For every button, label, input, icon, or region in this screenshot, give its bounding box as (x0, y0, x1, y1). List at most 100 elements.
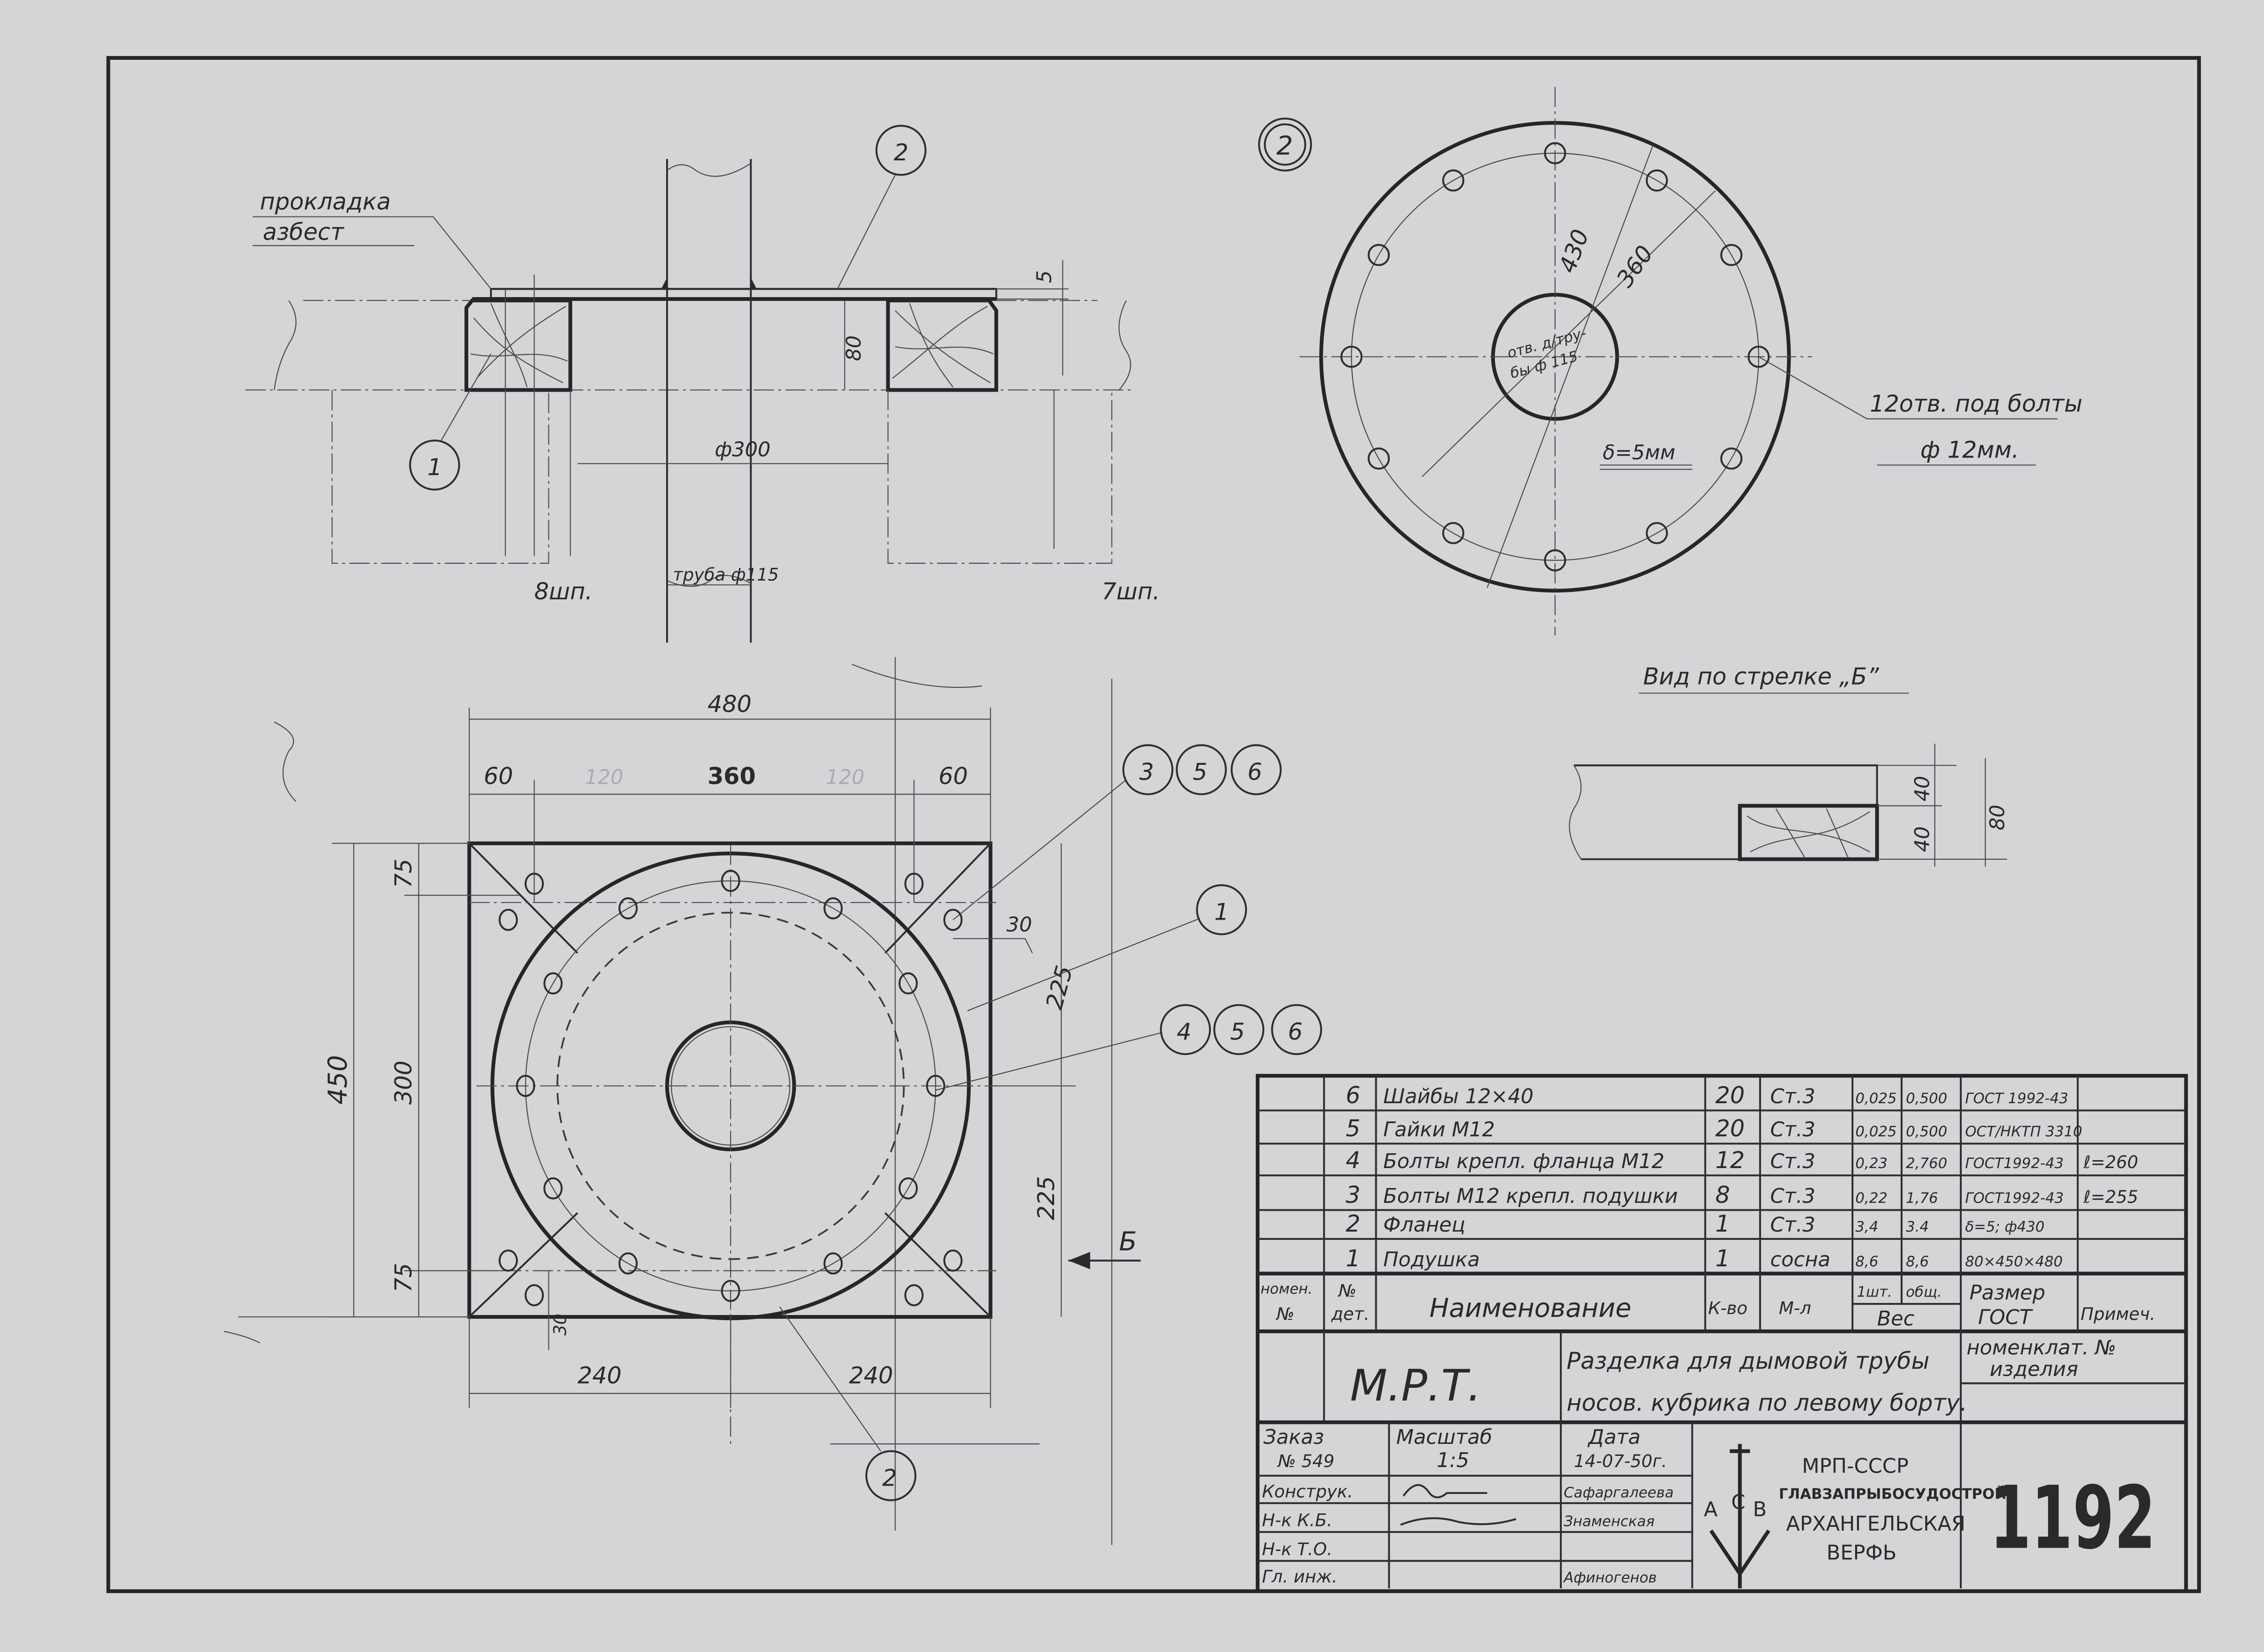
dim-lines-top (469, 707, 991, 903)
detail-balloon-inner (1264, 123, 1306, 166)
center-lines (1299, 87, 1812, 635)
balloon-pad-label: 1 (427, 454, 442, 481)
balloon-3-label: 3 (1139, 758, 1154, 785)
spec-cell-w_total: 1,76 (1906, 1190, 1938, 1207)
balloon-pad-label: 1 (1215, 898, 1229, 925)
header-weight-total: общ. (1906, 1283, 1942, 1300)
dim-half-right: 240 (849, 1362, 893, 1389)
spec-cell-w_total: 0,500 (1906, 1090, 1947, 1107)
dim-offset-1: 30 (1006, 913, 1032, 936)
spec-cell-w_unit: 8,6 (1856, 1253, 1879, 1270)
role-label: Конструк. (1262, 1481, 1353, 1501)
pad-bolt-hole (904, 1284, 924, 1307)
bolt-hole (1544, 142, 1566, 165)
wood-hatching (1747, 808, 1870, 858)
spec-cell-material: Ст.3 (1770, 1085, 1815, 1108)
header-nomen-1: номен. (1260, 1281, 1312, 1297)
bolt-holes-label-2: ф 12мм. (1921, 437, 2019, 464)
gasket-label-1: прокладка (260, 188, 391, 215)
dim-top: 75 (390, 859, 417, 888)
balloon-5-label: 5 (1193, 758, 1208, 785)
header-material: М-л (1779, 1298, 1811, 1318)
arrow-view-title: Вид по стрелке „Б” (1643, 663, 1880, 690)
title-grid (1257, 1331, 2186, 1588)
dim-thickness: 5 (1033, 270, 1056, 283)
balloon-6-label: 6 (1247, 758, 1262, 785)
pipe (666, 159, 752, 643)
header-weight-unit: 1шт. (1857, 1283, 1892, 1300)
balloon-3 (1122, 744, 1174, 795)
spec-cell-name: Шайбы 12×40 (1383, 1085, 1533, 1108)
spec-cell-standard: ГОСТ1992-43 (1965, 1190, 2064, 1207)
dim-middle: 300 (390, 1061, 417, 1105)
spec-cell-w_total: 2,760 (1906, 1155, 1947, 1172)
balloon-flange-label: 2 (894, 139, 909, 166)
spec-cell-material: Ст.3 (1770, 1150, 1815, 1173)
spec-cell-w_unit: 0,025 (1856, 1090, 1897, 1107)
header-size-2: ГОСТ (1978, 1306, 2033, 1329)
bolt-hole (1720, 244, 1743, 266)
pad-bolt-hole (498, 1249, 518, 1272)
header-lines (1257, 1271, 2186, 1334)
dim-opening: ф300 (715, 438, 770, 462)
org-line-4: ВЕРФЬ (1826, 1541, 1896, 1564)
balloon-6 (1230, 744, 1282, 795)
role-label: Н-к Т.О. (1262, 1539, 1332, 1559)
gasket-label-2: азбест (263, 218, 345, 245)
balloon-flange-label: 2 (882, 1464, 897, 1491)
bolt-hole-leader (1758, 356, 2058, 466)
spec-cell-w_total: 3.4 (1906, 1219, 1929, 1235)
flange-bolt-hole (543, 1177, 563, 1200)
bolt-hole (1646, 169, 1668, 192)
bolt-hole (1340, 345, 1363, 368)
arrow-view: Вид по стрелке „Б” 40 40 80 (1569, 663, 2009, 867)
pad-bolt-hole (524, 1284, 544, 1307)
title-block: М.Р.Т. Разделка для дымовой трубы носов.… (1257, 1331, 2186, 1588)
spec-cell-w_unit: 0,23 (1856, 1155, 1888, 1172)
spec-cell-standard: δ=5; ф430 (1965, 1219, 2044, 1235)
balloon-leader-pad (440, 353, 491, 443)
bolt-hole (1367, 244, 1390, 266)
detail-balloon-outer (1258, 117, 1312, 172)
spec-cell-name: Подушка (1383, 1248, 1480, 1271)
balloon-6b-label: 6 (1288, 1018, 1303, 1045)
spec-cell-material: сосна (1770, 1248, 1831, 1271)
frame-lines (505, 274, 1055, 556)
scale-label: Масштаб (1396, 1426, 1492, 1449)
balloon-5b (1213, 1004, 1265, 1055)
balloon-pad (1196, 884, 1247, 935)
title-line-1: Разделка для дымовой трубы (1567, 1347, 1930, 1374)
plan-view: 480 60 360 60 120 120 450 75 300 75 225 … (223, 657, 1323, 1545)
flange-bolt-hole (898, 972, 918, 995)
header-det-2: дет. (1331, 1303, 1369, 1324)
flange-bolt-hole (721, 870, 740, 892)
header-det-1: № (1337, 1280, 1356, 1301)
header-name: Наименование (1430, 1293, 1632, 1323)
scale-value: 1:5 (1437, 1449, 1469, 1472)
dim-left: 60 (483, 763, 513, 790)
balloon-flange (865, 1450, 916, 1501)
dim-line-thickness (996, 260, 1068, 376)
column-lines (1323, 1075, 2079, 1588)
bolt-holes-label-1: 12отв. под болты (1870, 390, 2083, 417)
dim-height: 80 (842, 336, 865, 361)
org-line-3: АРХАНГЕЛЬСКАЯ (1786, 1512, 1965, 1536)
flange-bolt-hole (721, 1280, 740, 1302)
dim-height: 450 (323, 1055, 353, 1105)
spec-cell-name: Фланец (1383, 1214, 1465, 1237)
dim-right: 60 (939, 763, 968, 790)
dim-half-left: 240 (578, 1362, 622, 1389)
nomenclature-label-2: изделия (1990, 1358, 2078, 1381)
logo-letters: А (1704, 1498, 1717, 1521)
flange-bolt-hole (516, 1074, 535, 1097)
dim-width: 480 (707, 691, 751, 718)
spec-cell-no: 6 (1346, 1082, 1361, 1109)
balloon-leaders (779, 779, 1200, 1452)
bolt-hole (1747, 345, 1770, 368)
spec-cell-qty: 20 (1715, 1115, 1744, 1142)
dim-line-offset-1 (953, 938, 1033, 953)
drawing-number: 1192 (1990, 1468, 2156, 1569)
